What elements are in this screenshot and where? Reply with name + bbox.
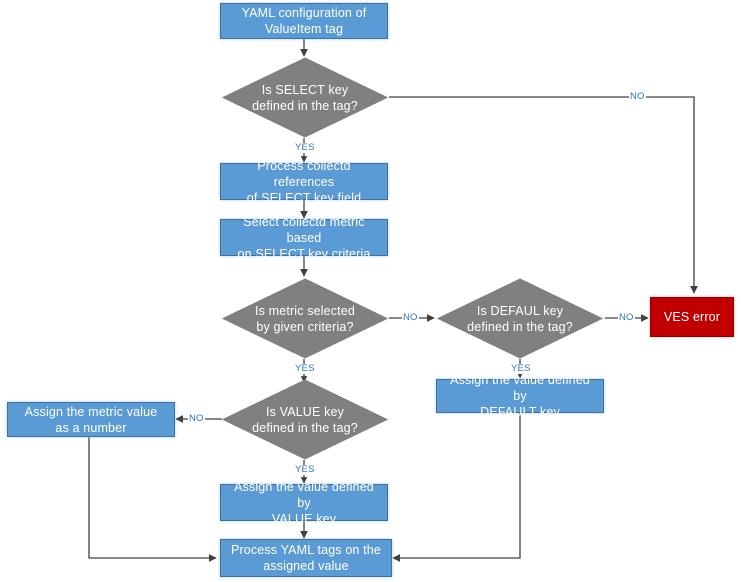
node-ves-error[interactable]: VES error [650,297,734,337]
node-assign-metric-as-number[interactable]: Assign the metric value as a number [7,402,175,437]
edge-assign-default-to-process-yaml [392,413,521,562]
node-label: Is metric selected by given criteria? [255,303,355,334]
edge-label-select-yes: YES [294,142,316,153]
node-is-value-key-defined[interactable]: Is VALUE key defined in the tag? [221,379,389,460]
edge-label-metric-yes: YES [294,363,316,374]
node-is-select-key-defined[interactable]: Is SELECT key defined in the tag? [221,57,389,138]
node-assign-value-key[interactable]: Assign the value defined by VALUE key [220,480,388,526]
node-label: YAML configuration of ValueItem tag [241,6,367,36]
edge-label-value-yes: YES [294,464,316,475]
node-select-collectd-metric[interactable]: Select collectd metric based on SELECT k… [220,215,388,261]
node-process-collectd-references[interactable]: Process collectd references of SELECT ke… [220,159,388,205]
edge-is-select-no-to-ves-error [389,96,698,294]
edge-label-defaul-no: NO [618,312,635,323]
node-yaml-configuration[interactable]: YAML configuration of ValueItem tag [220,3,388,39]
edge-assign-number-to-process-yaml [88,437,217,562]
node-label: Assign the value defined by DEFAULT key [450,373,590,419]
edge-label-defaul-yes: YES [510,363,532,374]
node-label: Is VALUE key defined in the tag? [252,404,358,435]
diamond-shape [436,278,604,359]
edge-label-metric-no: NO [402,312,419,323]
node-label: Select collectd metric based on SELECT k… [237,214,371,261]
node-label: Is DEFAUL key defined in the tag? [467,303,573,334]
node-is-metric-selected[interactable]: Is metric selected by given criteria? [221,278,389,359]
node-label: Is SELECT key defined in the tag? [252,82,358,113]
node-label: Process collectd references of SELECT ke… [246,158,362,205]
node-label: Assign the value defined by VALUE key [234,479,374,526]
node-process-yaml-tags[interactable]: Process YAML tags on the assigned value [220,539,392,577]
node-label: Assign the metric value as a number [24,404,158,435]
node-label: Process YAML tags on the assigned value [231,543,381,573]
diamond-shape [221,379,389,460]
edge-label-select-no: NO [629,91,646,102]
diamond-shape [221,57,389,138]
diamond-shape [221,278,389,359]
node-label: VES error [663,310,721,324]
node-is-defaul-key-defined[interactable]: Is DEFAUL key defined in the tag? [436,278,604,359]
node-assign-default-key[interactable]: Assign the value defined by DEFAULT key [436,373,604,419]
edge-label-value-no: NO [188,413,205,424]
